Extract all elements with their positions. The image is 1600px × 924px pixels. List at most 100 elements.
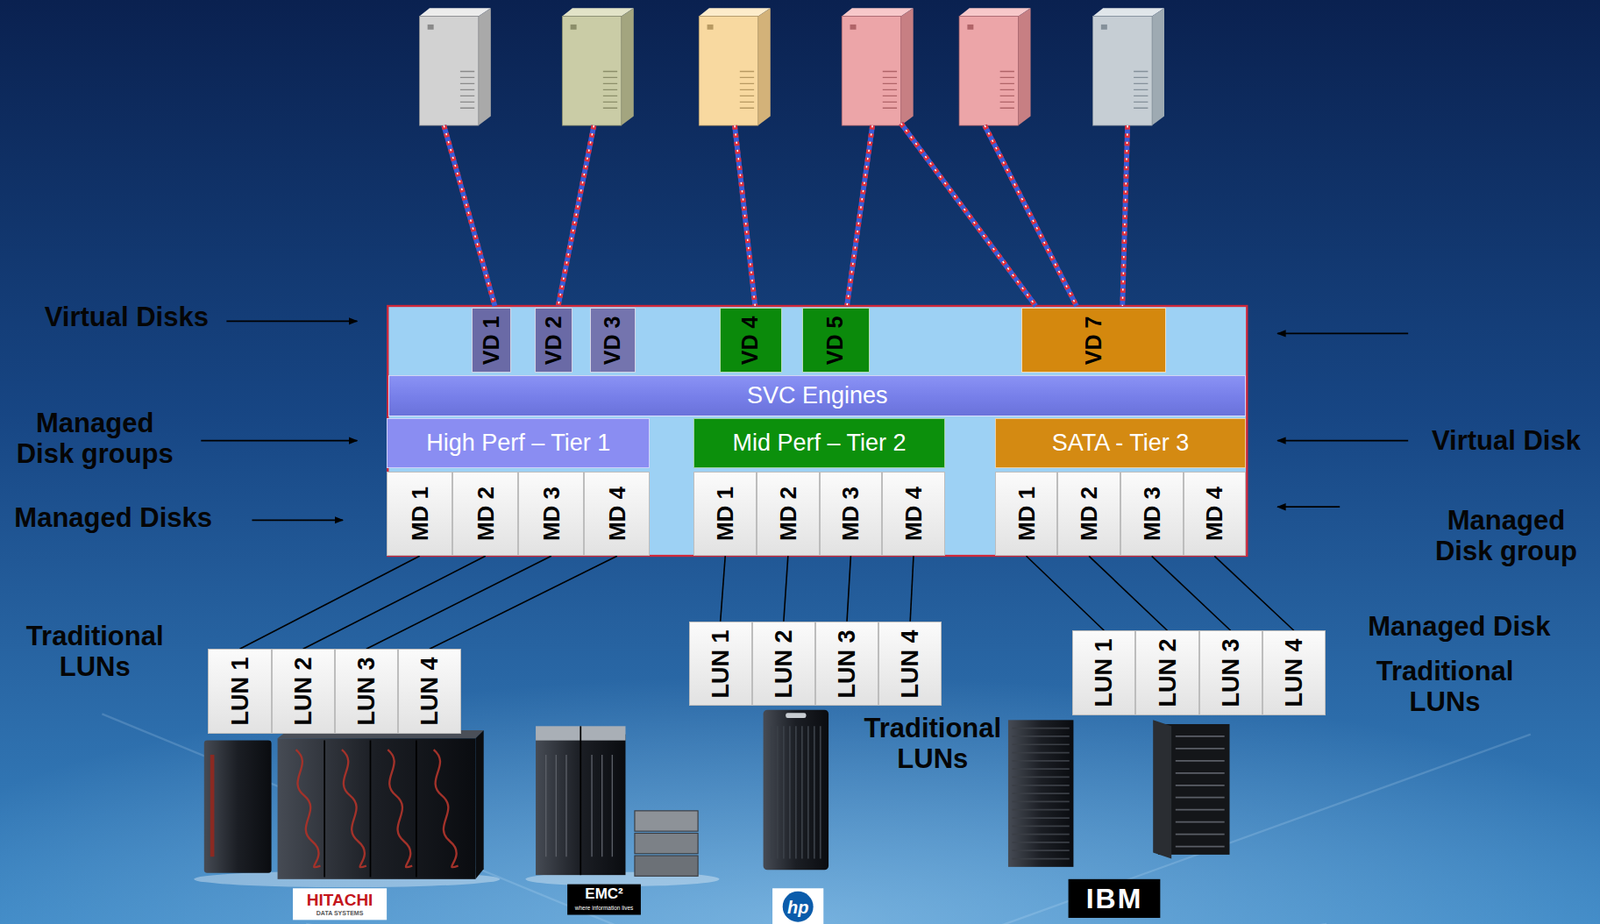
server-top: [841, 7, 913, 16]
server-light: [1101, 24, 1108, 30]
disk-shelf: [634, 855, 698, 876]
virtual-disk: VD 4: [719, 307, 783, 372]
link-line: [1088, 555, 1167, 631]
pointer-arrow: [226, 320, 357, 323]
server-top: [959, 7, 1031, 16]
server-front: [959, 16, 1019, 126]
disk-label: LUN 2: [291, 657, 315, 726]
host-cable: [734, 125, 755, 306]
managed-disk: MD 1: [995, 471, 1059, 557]
disk-label: LUN 4: [898, 629, 923, 698]
host-cable: [1122, 125, 1128, 306]
virtualization-region: [387, 305, 1247, 556]
link-line: [783, 555, 789, 622]
lun-box: LUN 2: [1135, 630, 1199, 716]
virtual-disk: VD 5: [802, 307, 870, 372]
hitachi-array: [193, 730, 500, 888]
host-cable: [1122, 125, 1128, 306]
host-cable: [846, 125, 873, 306]
host-cable: [734, 125, 755, 306]
server-vents: [603, 71, 618, 108]
link-line: [910, 555, 914, 622]
callout-label: Virtual Disks: [44, 301, 209, 333]
virtual-disk: VD 1: [471, 307, 512, 372]
disk-label: LUN 3: [1218, 639, 1243, 708]
disk-label: VD 1: [480, 315, 503, 365]
pointer-arrow: [1277, 440, 1408, 442]
brand-logo: IBM: [1086, 884, 1144, 913]
server-tower: [698, 7, 770, 126]
host-cable: [443, 125, 495, 306]
server-side: [901, 7, 914, 126]
virtual-disk: VD 7: [1021, 307, 1167, 372]
server-vents: [882, 71, 897, 108]
pointer-arrow: [200, 440, 357, 442]
band-title: Mid Perf – Tier 2: [732, 429, 907, 457]
disk-label: LUN 1: [227, 657, 252, 726]
hp-array: [763, 710, 829, 871]
lun-box: LUN 2: [271, 648, 335, 734]
lun-box: LUN 1: [207, 648, 271, 734]
server-side: [621, 7, 634, 126]
host-cable: [1122, 125, 1128, 306]
server-side: [758, 7, 771, 126]
ibm-arrays: [1008, 719, 1231, 868]
pointer-arrow: [251, 519, 343, 521]
server-vents: [1133, 71, 1148, 108]
lun-box: LUN 4: [878, 621, 942, 707]
disk-shelf: [634, 832, 698, 854]
host-cable: [734, 125, 755, 306]
host-cable: [846, 125, 873, 306]
server-vents: [1000, 71, 1015, 108]
disk-label: MD 4: [1202, 486, 1226, 541]
lun-box: LUN 3: [815, 621, 879, 707]
cabinet-divider: [579, 725, 582, 875]
cabinet-grill: [771, 725, 821, 859]
managed-disk: MD 1: [693, 471, 757, 557]
brand-logo: where information lives: [575, 905, 633, 912]
band-title: SVC Engines: [746, 382, 889, 410]
cabinet-side: [475, 730, 484, 880]
server-side: [1018, 7, 1032, 126]
host-cable: [984, 125, 1077, 306]
server-vents: [739, 71, 754, 108]
host-cable: [901, 123, 1037, 306]
brand-logo: hp: [787, 898, 809, 917]
group-header-band: Mid Perf – Tier 2: [693, 418, 945, 469]
emc-array: [525, 725, 719, 887]
logo-circle: [782, 891, 814, 923]
host-cable: [846, 125, 873, 306]
managed-disk: MD 4: [881, 471, 946, 557]
server-light: [707, 24, 714, 30]
disk-label: LUN 1: [708, 629, 733, 698]
cabinet-badge: [785, 712, 806, 719]
link-line: [846, 555, 851, 622]
background-glow: [0, 510, 1600, 924]
server-top: [419, 7, 491, 16]
disk-label: MD 1: [408, 486, 432, 541]
lun-box: LUN 4: [398, 648, 462, 734]
cabinet-accent: [210, 754, 215, 857]
host-cable: [901, 123, 1037, 306]
disk-shelf: [634, 810, 698, 832]
disk-label: VD 5: [824, 315, 847, 365]
group-header-band: SATA - Tier 3: [995, 418, 1246, 469]
disk-label: MD 2: [1077, 486, 1101, 541]
host-cable: [558, 125, 595, 306]
engine-band: SVC Engines: [388, 375, 1246, 417]
callout-label: Traditional LUNs: [11, 620, 178, 683]
host-cables: [443, 123, 1128, 306]
cabinet-dividers: [324, 740, 417, 878]
group-header-band: High Perf – Tier 1: [386, 418, 650, 469]
server-tower: [959, 7, 1031, 126]
logo-plate: [772, 888, 824, 924]
server-tower: [419, 7, 491, 126]
server-front: [561, 16, 622, 126]
disk-label: MD 3: [839, 486, 862, 541]
server-front: [698, 16, 759, 126]
link-line: [1152, 555, 1231, 631]
link-line: [1214, 555, 1294, 631]
managed-disk: MD 4: [1183, 471, 1247, 557]
cabinet-grill: [546, 754, 613, 857]
